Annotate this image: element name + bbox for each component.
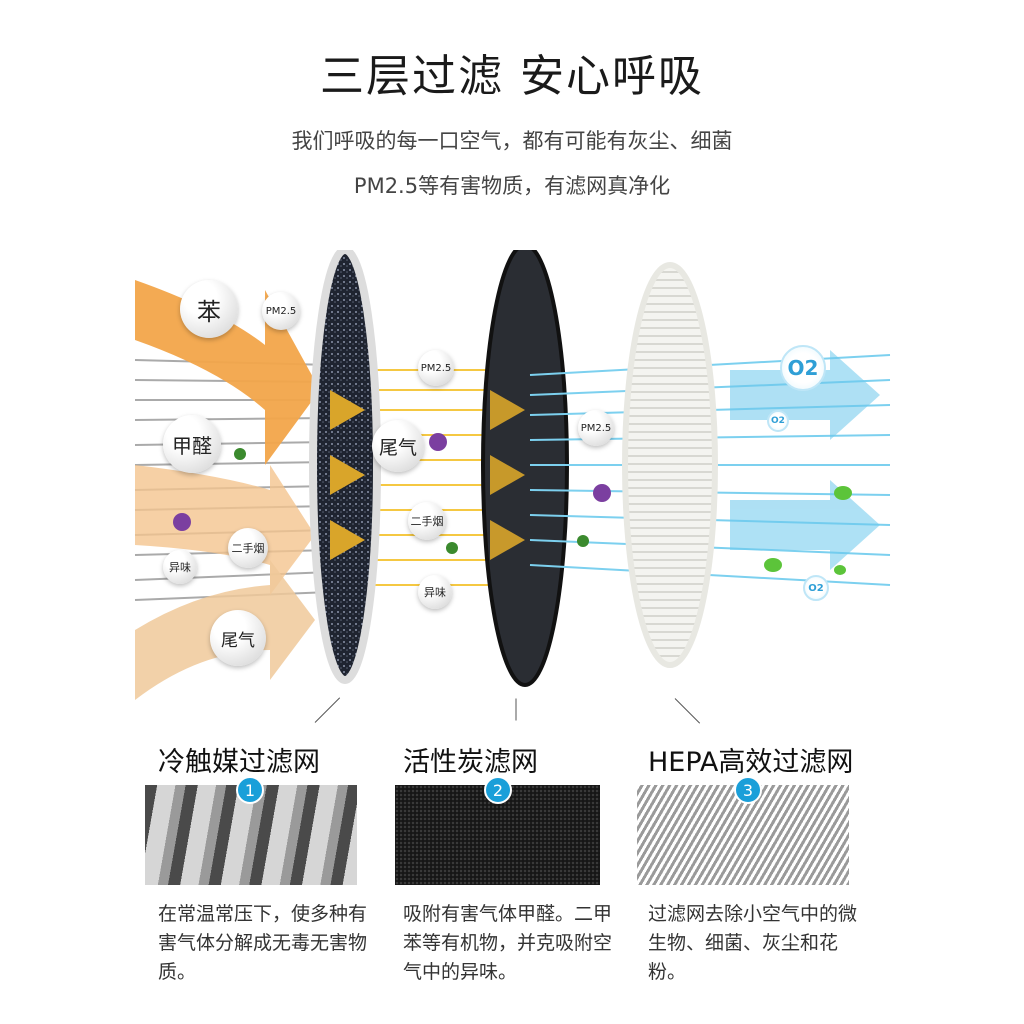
filter-2-name: 活性炭滤网 [403,747,538,778]
oxygen-bubble: O2 [803,575,829,601]
hepa-filter-disc [622,262,718,668]
oxygen-bubble: O2 [780,345,826,391]
page-title: 三层过滤 安心呼吸 [320,51,704,102]
pollutant-bubble: 二手烟 [408,502,446,540]
pollutant-bubble: PM2.5 [418,350,454,386]
airflow-graphic [134,243,891,700]
filter-1-description: 在常温常压下，使多种有害气体分解成无毒无害物质。 [158,903,368,983]
filter-1-badge: 1 [236,776,264,804]
pollutant-bubble: 异味 [418,575,452,609]
oxygen-bubble: O2 [767,410,789,432]
subtitle-line-1: 我们呼吸的每一口空气，都有可能有灰尘、细菌 [291,129,733,153]
filter-3-badge: 3 [734,776,762,804]
pointer-line [515,698,517,721]
pollutant-bubble: PM2.5 [262,292,300,330]
pollutant-bubble: 尾气 [210,610,266,666]
pollutant-bubble: 尾气 [372,420,424,472]
leaf-icons [764,486,852,575]
pollutant-bubble: 甲醛 [163,415,221,473]
pollutant-bubble: 二手烟 [228,528,268,568]
filter-2-badge: 2 [484,776,512,804]
pollutant-bubble: 异味 [163,550,197,584]
filter-3-name: HEPA高效过滤网 [648,747,854,778]
filter-2-description: 吸附有害气体甲醛。二甲苯等有机物，并克吸附空气中的异味。 [403,903,613,983]
filtration-illustration: 苯 PM2.5 甲醛 二手烟 异味 尾气 PM2.5 尾气 二手烟 异味 PM2… [0,243,1024,730]
pollutant-bubble: 苯 [180,280,238,338]
filter-3-description: 过滤网去除小空气中的微生物、细菌、灰尘和花粉。 [648,903,858,983]
bacteria-icons [173,433,611,554]
subtitle-line-2: PM2.5等有害物质，有滤网真净化 [353,174,671,198]
pollutant-bubble: PM2.5 [578,410,614,446]
filter-1-name: 冷触媒过滤网 [158,747,320,778]
